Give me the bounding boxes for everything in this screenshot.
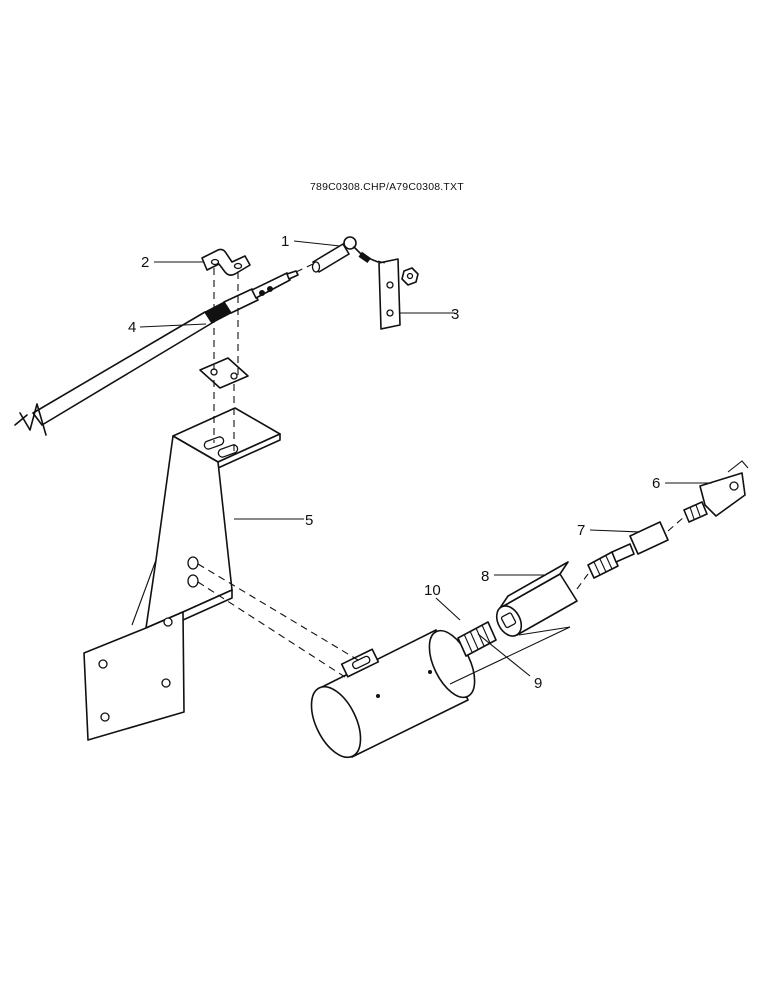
part-6-rod-end [683, 460, 749, 523]
part-8-coupling-block [495, 561, 578, 637]
part-7-adjuster [587, 521, 669, 579]
callout-9: 9 [534, 675, 542, 692]
callout-2: 2 [141, 254, 149, 271]
part-5-mounting-bracket [83, 407, 281, 741]
file-reference: 789C0308.CHP/A79C0308.TXT [310, 181, 464, 193]
leader-lines [139, 240, 712, 685]
clamp-plate [199, 357, 249, 389]
callout-1: 1 [281, 233, 289, 250]
callout-4: 4 [128, 319, 136, 336]
callout-3: 3 [451, 306, 459, 323]
part-9-cylinder [310, 629, 476, 759]
part-4-control-cable [14, 270, 299, 436]
part-10-threaded-stud [457, 621, 497, 657]
part-2-clamp [201, 248, 251, 276]
assembly-lines [197, 260, 685, 678]
part-1-ball-joint [311, 236, 379, 273]
callout-7: 7 [577, 522, 585, 539]
callout-6: 6 [652, 475, 660, 492]
callout-10: 10 [424, 582, 441, 599]
callout-5: 5 [305, 512, 313, 529]
callout-8: 8 [481, 568, 489, 585]
part-3-bracket [378, 258, 419, 330]
